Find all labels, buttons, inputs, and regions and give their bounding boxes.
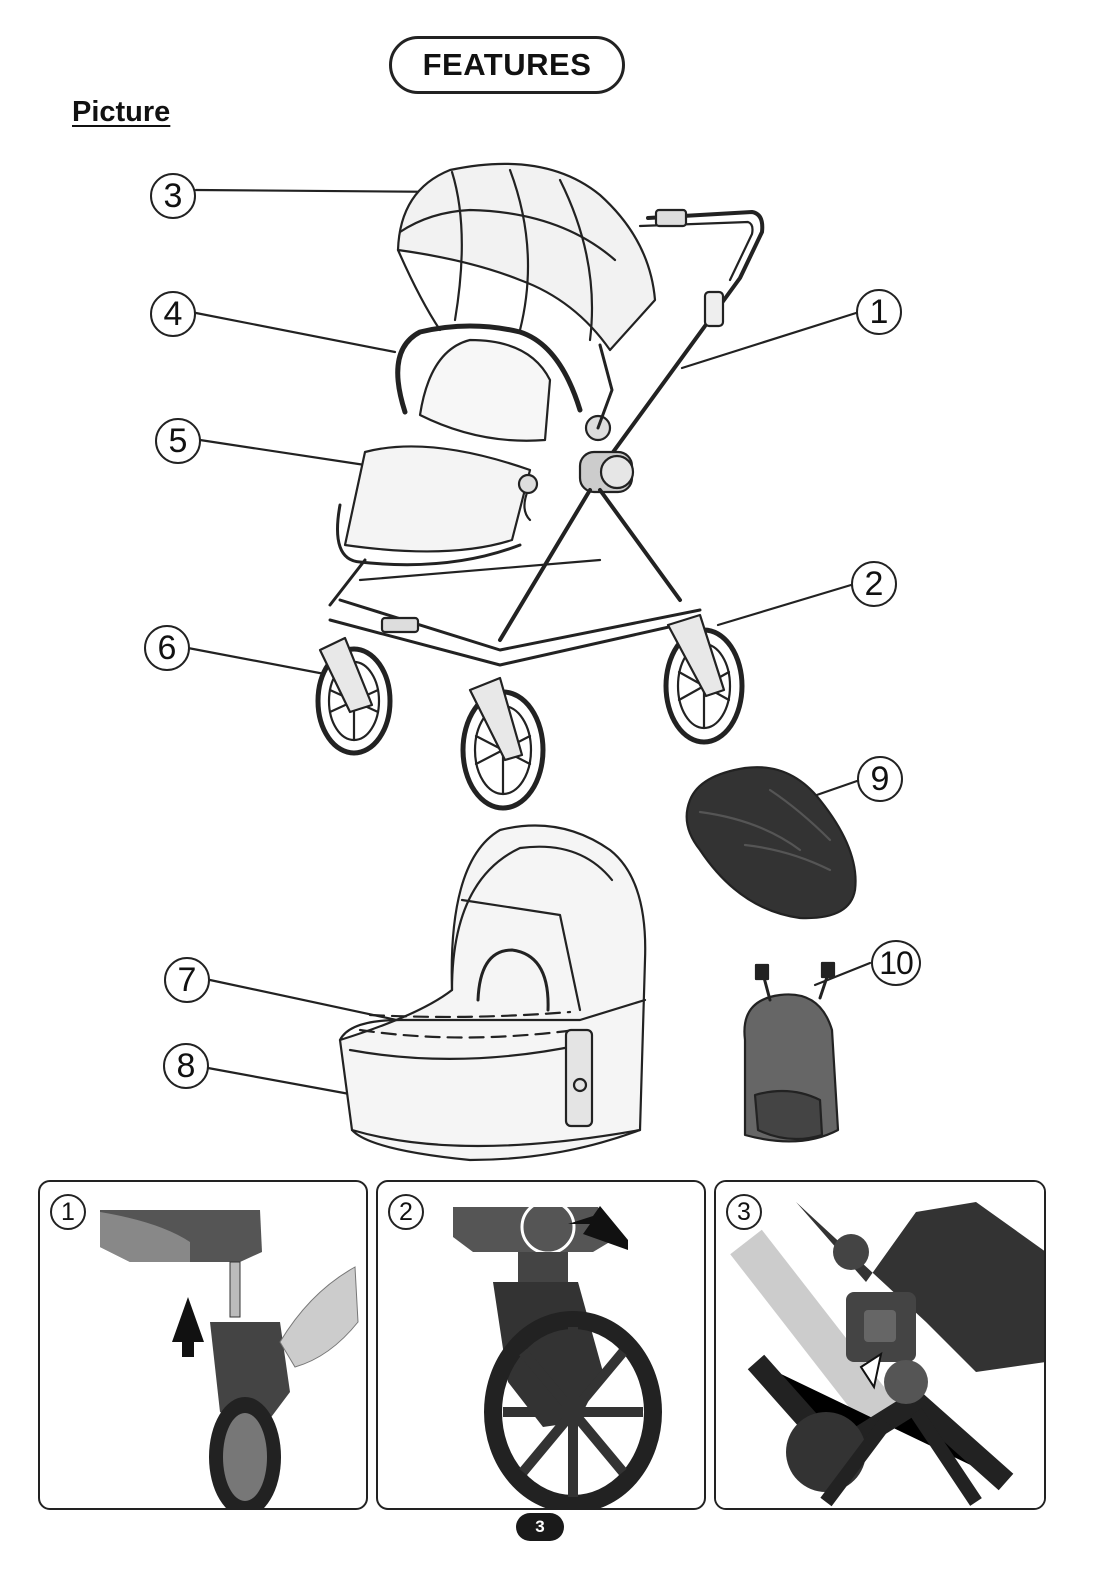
callout-2: 2 xyxy=(851,561,897,607)
callout-4: 4 xyxy=(150,291,196,337)
step-number-3: 3 xyxy=(726,1194,762,1230)
callout-9: 9 xyxy=(857,756,903,802)
step-panel-1: 1 xyxy=(38,1180,368,1510)
callout-10: 10 xyxy=(871,940,921,986)
callout-6: 6 xyxy=(144,625,190,671)
step-panel-2: 2 xyxy=(376,1180,706,1510)
step-number-1: 1 xyxy=(50,1194,86,1230)
frame-release-illustration xyxy=(716,1182,1046,1510)
wheel-attach-illustration xyxy=(40,1182,368,1510)
wheel-lock-illustration xyxy=(378,1182,706,1510)
page-number: 3 xyxy=(516,1513,564,1541)
callout-5: 5 xyxy=(155,418,201,464)
callout-7: 7 xyxy=(164,957,210,1003)
step-number-2: 2 xyxy=(388,1194,424,1230)
callout-1: 1 xyxy=(856,289,902,335)
callout-3: 3 xyxy=(150,173,196,219)
callout-8: 8 xyxy=(163,1043,209,1089)
step-panel-3: 3 xyxy=(714,1180,1046,1510)
